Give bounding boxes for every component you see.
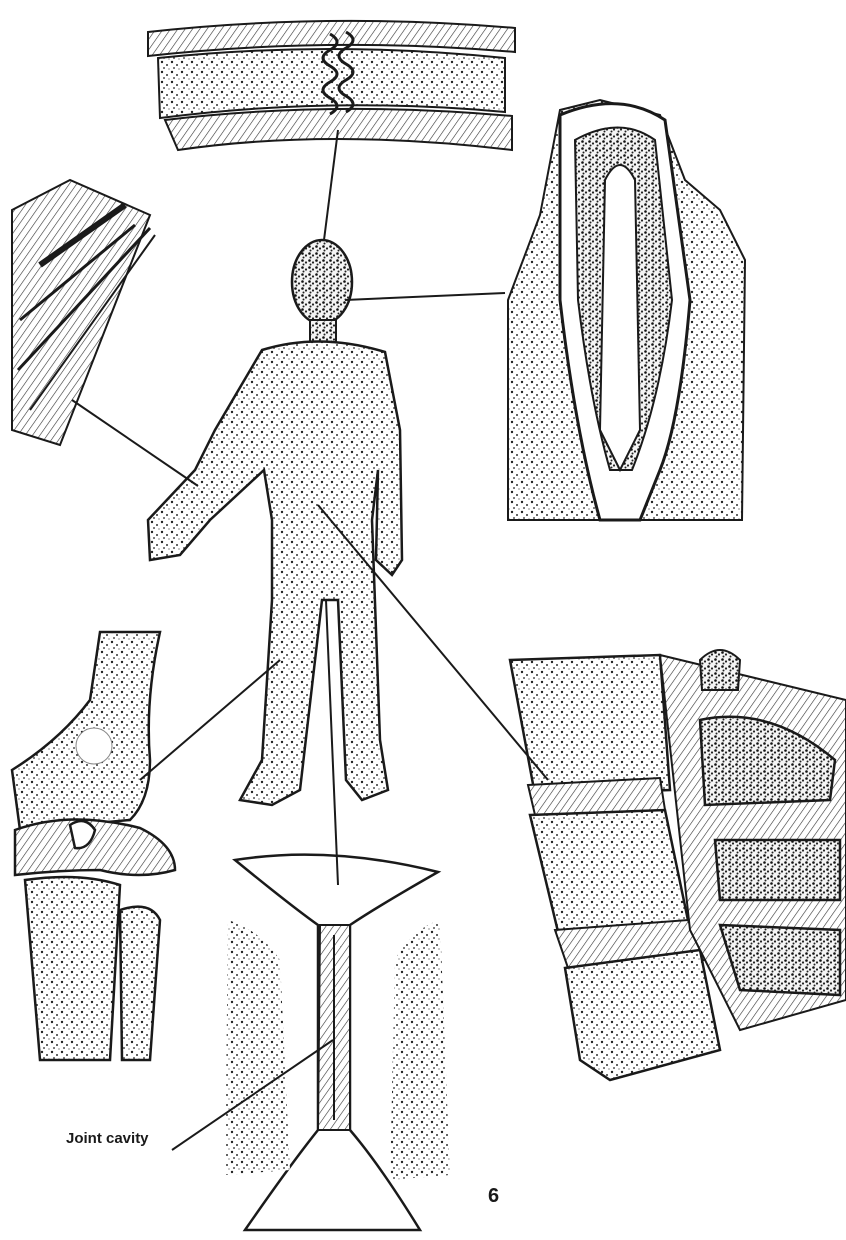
human-figure bbox=[148, 240, 402, 805]
leader-symphysis bbox=[326, 600, 338, 885]
tooth-gomphosis-panel bbox=[508, 100, 745, 520]
spine-panel bbox=[510, 650, 846, 1080]
leader-skull bbox=[324, 130, 338, 240]
leader-forearm bbox=[72, 400, 198, 486]
forearm-syndesmosis-panel bbox=[12, 180, 155, 445]
skull-suture-panel bbox=[148, 21, 515, 150]
joint-cavity-label: Joint cavity bbox=[66, 1130, 149, 1147]
symphysis-panel bbox=[225, 855, 450, 1230]
leader-knee bbox=[140, 660, 280, 780]
figure-number: 6 bbox=[488, 1185, 499, 1208]
knee-joint-panel bbox=[12, 632, 175, 1060]
leader-tooth bbox=[345, 293, 505, 300]
